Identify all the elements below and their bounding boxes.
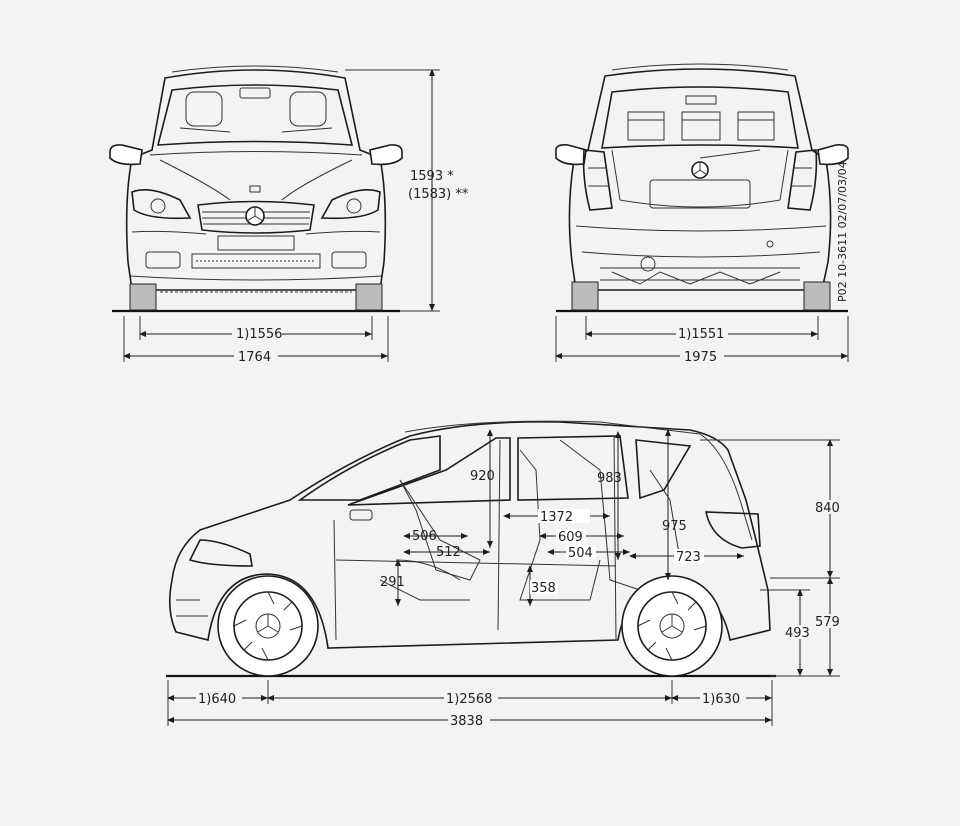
front-legroom-a-label: 506 — [412, 529, 437, 544]
front-left-headlamp — [131, 189, 192, 220]
front-seat-height-label: 291 — [380, 575, 405, 590]
front-height-alt-label: (1583) ** — [408, 187, 469, 202]
rear-exhaust — [640, 256, 656, 272]
load-sill-label: 579 — [815, 615, 840, 630]
rear-right-taillamp — [787, 149, 818, 211]
front-license-plate — [217, 235, 295, 251]
rear-view: P02 10-3611 02/07/03/04 1)1551 1975 — [555, 63, 849, 365]
rear-legroom-a-label: 609 — [558, 530, 583, 545]
rear-window — [601, 86, 799, 149]
front-right-headlamp — [320, 189, 381, 220]
rear-overhang-label: 1)630 — [702, 692, 740, 707]
side-windshield — [297, 435, 441, 501]
side-headlamp — [188, 539, 253, 567]
rear-right-mirror — [817, 144, 849, 166]
front-view: 1593 * (1583) ** 1)1556 1764 — [109, 65, 469, 365]
side-front-window — [347, 437, 511, 506]
front-windshield — [156, 84, 354, 146]
side-mirror — [349, 509, 373, 521]
rear-left-tyre — [571, 281, 599, 311]
overall-length-label: 3838 — [450, 714, 483, 729]
front-right-mirror — [369, 144, 403, 166]
side-view: 920 983 975 1372 506 512 609 504 723 291… — [166, 420, 848, 729]
front-grille — [197, 200, 315, 234]
cabin-length-label: 1372 — [540, 510, 573, 525]
rear-width-label: 1975 — [684, 350, 717, 365]
front-width-label: 1764 — [238, 350, 271, 365]
side-rear-window — [517, 435, 629, 501]
rear-height-label: 975 — [662, 519, 687, 534]
side-body-outline — [168, 420, 771, 649]
rear-track-label: 1)1551 — [678, 327, 724, 342]
rear-seat-height-label: 358 — [531, 581, 556, 596]
rear-license-plate — [649, 179, 751, 209]
rear-legroom-b-label: 504 — [568, 546, 593, 561]
front-overhang-label: 1)640 — [198, 692, 236, 707]
rear-left-taillamp — [582, 149, 613, 211]
side-taillamp — [705, 511, 761, 549]
rear-left-mirror — [555, 144, 587, 166]
front-right-tyre — [355, 283, 383, 311]
front-height-label: 1593 * — [410, 169, 454, 184]
front-legroom-b-label: 512 — [436, 545, 461, 560]
rear-drawing-code: P02 10-3611 02/07/03/04 — [836, 161, 849, 302]
rear-body-outline — [568, 68, 832, 291]
rear-headroom-label: 983 — [597, 471, 622, 486]
front-track-label: 1)1556 — [236, 327, 282, 342]
front-left-mirror — [109, 144, 143, 166]
rear-right-tyre — [803, 281, 831, 311]
luggage-length-label: 723 — [676, 550, 701, 565]
wheel-center-label: 493 — [785, 626, 810, 641]
front-body-outline — [125, 69, 387, 291]
wheelbase-label: 1)2568 — [446, 692, 492, 707]
roof-height-label: 840 — [815, 501, 840, 516]
front-headroom-label: 920 — [470, 469, 495, 484]
side-quarter-window — [635, 439, 692, 500]
front-left-tyre — [129, 283, 157, 311]
